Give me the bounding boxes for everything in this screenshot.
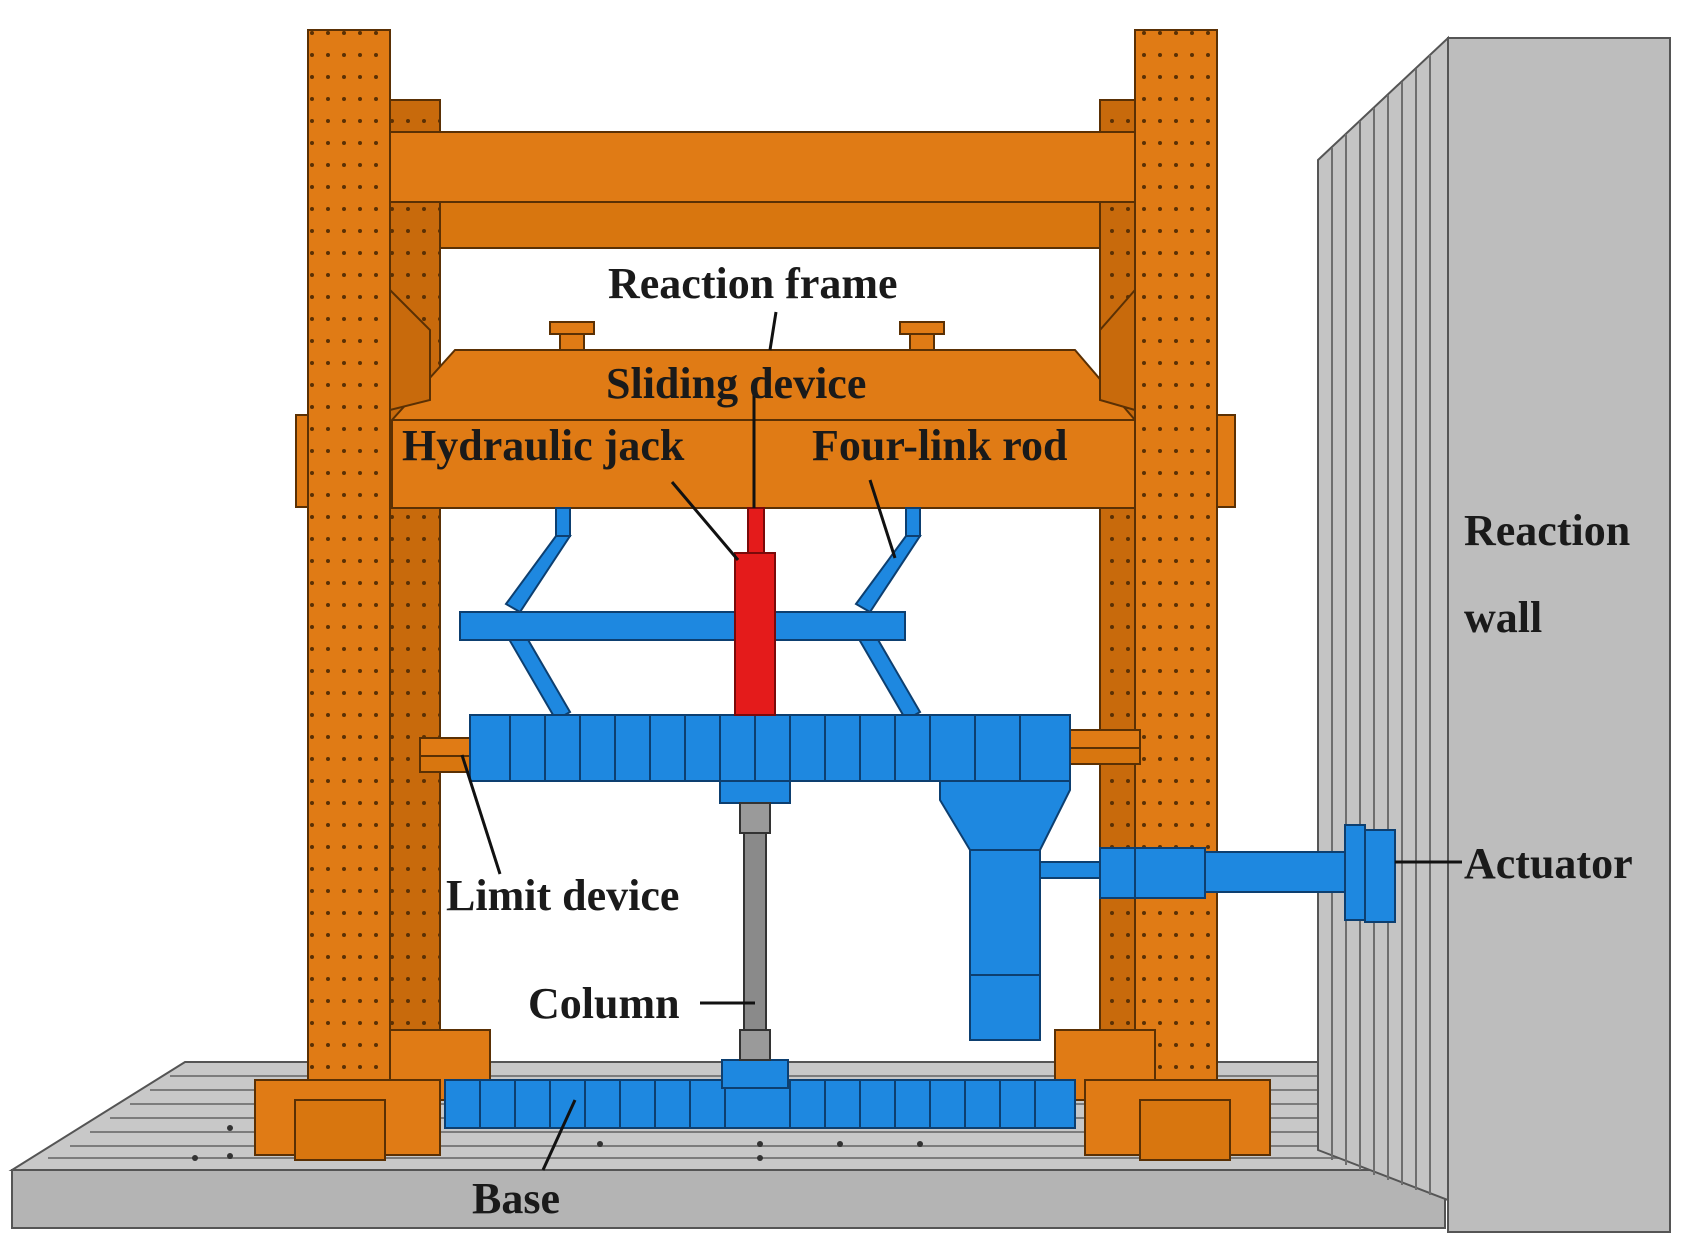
label-reaction-frame: Reaction frame	[608, 259, 898, 308]
specimen-assembly	[444, 507, 1396, 1129]
label-reaction-wall-line2: wall	[1464, 593, 1542, 642]
label-actuator: Actuator	[1464, 839, 1633, 888]
column-specimen	[739, 802, 771, 1061]
label-four-link-rod: Four-link rod	[812, 421, 1068, 470]
label-reaction-wall-line1: Reaction	[1464, 506, 1630, 555]
label-limit-device: Limit device	[446, 871, 679, 920]
leader-lines	[460, 311, 1462, 1171]
hydraulic-jack	[734, 507, 776, 716]
label-sliding-device: Sliding device	[606, 359, 866, 408]
label-column: Column	[528, 979, 680, 1028]
label-hydraulic-jack: Hydraulic jack	[402, 421, 685, 470]
label-base: Base	[472, 1174, 560, 1223]
